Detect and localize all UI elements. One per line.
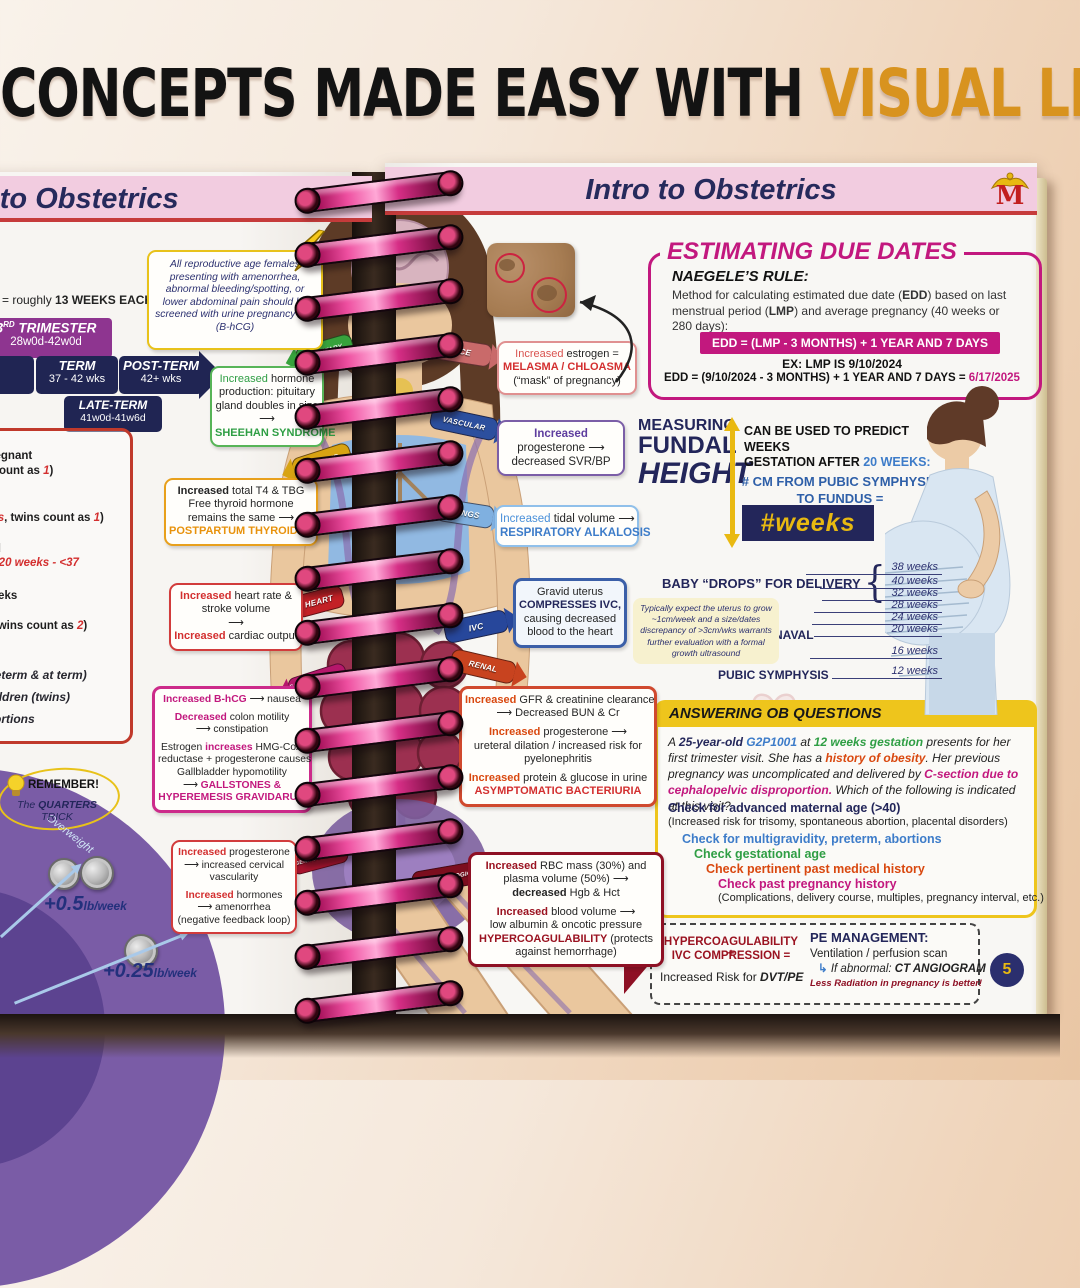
gtpal-line: wo abortions (0, 712, 35, 726)
remember-subtitle: The QUARTERS TRICK (17, 799, 97, 823)
gtpal-line: t has (twins count as 2) (0, 620, 88, 632)
ob-check-line: Check gestational age (694, 847, 826, 861)
edd-example-line2: EDD = (9/10/2024 - 3 MONTHS) + 1 YEAR AN… (664, 372, 1020, 384)
pe-management-line1: Ventilation / perfusion scan (810, 948, 948, 960)
right-page-header-band (385, 167, 1037, 215)
fundal-height-title: MEASURING FUNDAL HEIGHT (638, 417, 752, 490)
late-term-box: LATE-TERM 41w0d-41w6d (64, 396, 162, 432)
renal-callout: Increased GFR & creatinine clearance⟶ De… (459, 686, 657, 807)
headline-accent: VISUAL LEARNING (819, 56, 1080, 133)
right-page-title: Intro to Obstetrics (585, 174, 837, 206)
naval-label: NAVAL (774, 628, 814, 642)
quarter-coin (124, 934, 158, 968)
page-number-badge: 5 (990, 953, 1024, 987)
week-marker-38: 38 weeks (806, 561, 942, 575)
table-shadow (0, 1014, 1060, 1058)
naegele-rule-title: NAEGELE’S RULE: (672, 268, 809, 285)
left-page-title: o to Obstetrics (0, 183, 179, 215)
hypercoagulability-line2: IVC COMPRESSION = (671, 950, 791, 962)
ob-check-line: Check for multigravidity, preterm, abort… (682, 832, 942, 846)
week-marker-40: 40 weeks (820, 575, 942, 589)
ob-questions-body (655, 727, 1037, 918)
melasma-pointer-arrow (579, 295, 633, 383)
headline: CONCEPTS MADE EASY WITH VISUAL LEARNING (0, 56, 1080, 133)
genitourinary-callout: Increased progesterone⟶ increased cervic… (171, 840, 297, 935)
dvt-pe-box (650, 923, 980, 1005)
pe-radiation-note: Less Radiation in pregnancy is better! (810, 978, 983, 989)
ob-check-line: Check pertinent past medical history (706, 862, 925, 876)
ob-check-subnote: (Complications, delivery course, multipl… (718, 892, 1044, 904)
weight-gain-obese: +0.25lb/week (103, 960, 197, 982)
gtpal-line: twins count as 1) (0, 465, 54, 477)
melasma-photo (487, 243, 575, 317)
ob-check-line: Check past pregnancy history (718, 877, 897, 891)
week-marker-32: 32 weeks (822, 587, 942, 601)
dvt-risk-line: Increased Risk for DVT/PE (660, 970, 804, 984)
lightbulb-icon (7, 774, 25, 796)
fundal-use-note: CAN BE USED TO PREDICT WEEKS GESTATION A… (744, 424, 931, 470)
term-box-partial (0, 356, 34, 394)
melasma-callout: Increased estrogen =MELASMA / CHLOASMA(“… (497, 341, 637, 396)
baby-drops-label: BABY “DROPS” FOR DELIVERY (662, 576, 861, 591)
gtpal-line: ree children (twins) (0, 690, 71, 704)
uterus-growth-note: Typically expect the uterus to grow ~1cm… (633, 598, 779, 664)
hypercoagulability-line1: HYPERCOAGULABILITY + (663, 936, 799, 960)
brand-logo: M (990, 172, 1030, 210)
weeks-result-box: #weeks (742, 505, 874, 541)
naegele-rule-desc: Method for calculating estimated due dat… (672, 288, 1007, 334)
gtpal-line: een pregnant (0, 450, 33, 462)
heart-callout: Increased heart rate &stroke volume⟶Incr… (169, 583, 303, 651)
lungs-callout: Increased tidal volume ⟶RESPIRATORY ALKA… (495, 505, 651, 548)
ob-check-subnote: (Increased risk for trisomy, spontaneous… (668, 816, 1008, 828)
pubic-symphysis-label: PUBIC SYMPHYSIS (718, 668, 829, 682)
gtpal-box (0, 428, 133, 744)
week-marker-20: 20 weeks (814, 623, 942, 637)
svg-text:M: M (996, 181, 1025, 210)
ob-question-text: A 25-year-old G2P1001 at 12 weeks gestat… (668, 735, 1019, 813)
third-trimester-box: 3RD TRIMESTER 28w0d-42w0d (0, 318, 112, 358)
gtpal-line: orn preterm & at term) (0, 668, 87, 682)
pe-management-title: PE MANAGEMENT: (810, 930, 929, 945)
gtpal-line: ent had (0, 543, 1, 555)
fundal-height-arrow (724, 417, 740, 548)
left-page-header-band (0, 176, 372, 222)
remember-title: REMEMBER! (28, 779, 99, 791)
weight-gain-overweight: +0.5lb/week (44, 893, 127, 915)
gtpal-line: 7 weeks, twins count as 1) (0, 512, 104, 524)
week-marker-12: 12 weeks (832, 665, 942, 679)
pe-management-line2: ↳ If abnormal: CT ANGIOGRAM (818, 963, 986, 975)
headline-black: CONCEPTS MADE EASY WITH (0, 56, 820, 133)
ob-check-line: Check for advanced maternal age (>40) (668, 801, 901, 815)
gtpal-line: <20 weeks (0, 590, 18, 602)
trimester-note: = roughly 13 WEEKS EACH (2, 293, 154, 307)
week-marker-16: 16 weeks (810, 645, 942, 659)
week-marker-28: 28 weeks (814, 599, 942, 613)
week-marker-24: 24 weeks (812, 611, 942, 625)
baby-drops-brace: { (864, 557, 886, 607)
pregnant-woman-illustration (885, 386, 1011, 715)
page-stack-edge (1036, 178, 1047, 1016)
estimating-title: ESTIMATING DUE DATES (660, 238, 964, 266)
edd-formula-banner: EDD = (LMP - 3 MONTHS) + 1 YEAR AND 7 DA… (700, 332, 1001, 354)
quarter-coin (80, 856, 114, 890)
edd-example-line1: EX: LMP IS 9/10/2024 (782, 357, 902, 371)
gtpal-line: ween >20 weeks - <37 (0, 557, 79, 569)
